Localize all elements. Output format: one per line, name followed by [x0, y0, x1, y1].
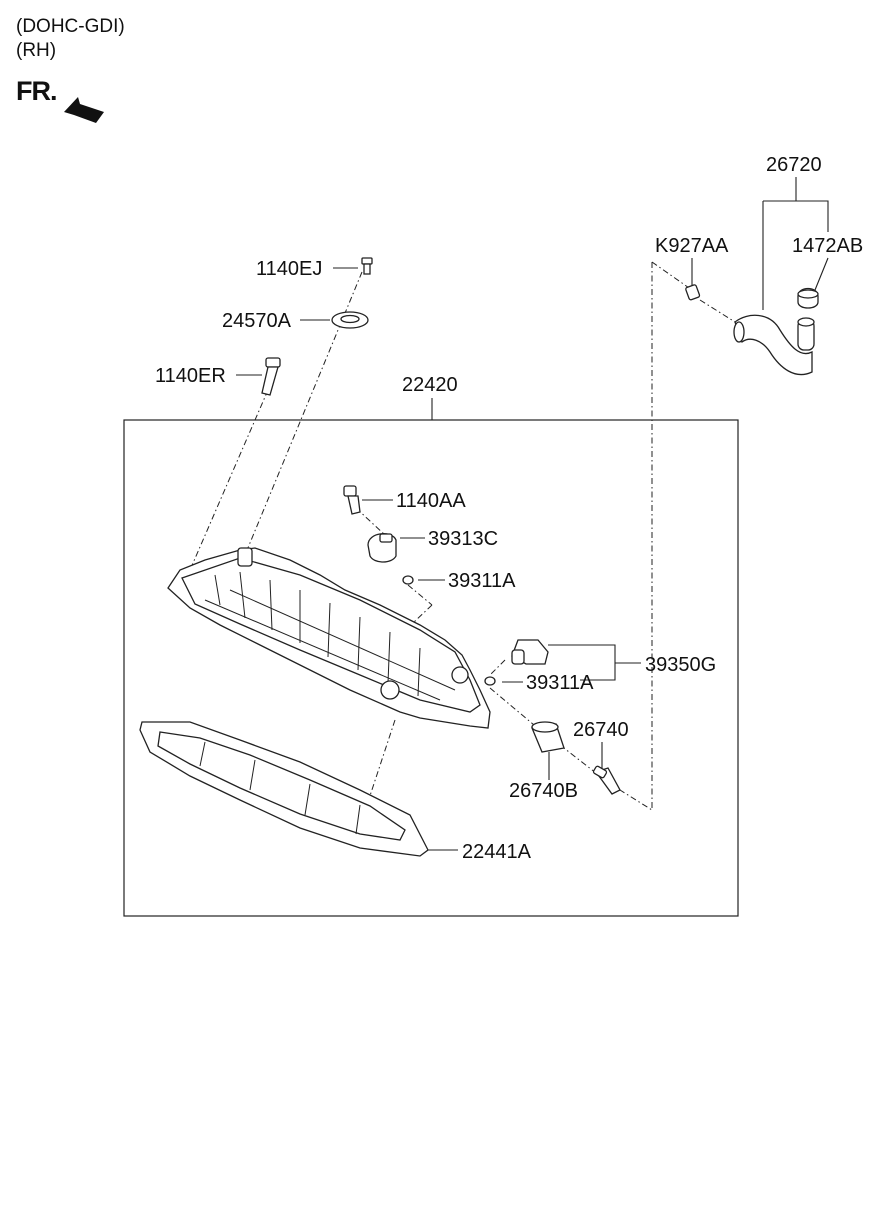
label-1472ab: 1472AB — [792, 235, 863, 257]
label-39313c: 39313C — [428, 528, 498, 550]
bolt-1140aa — [343, 485, 361, 515]
hose-clamp — [797, 287, 819, 309]
label-39311a-upper: 39311A — [448, 570, 516, 592]
engine-type-label: (DOHC-GDI) — [16, 16, 125, 37]
part-labels: 26720 K927AA 1472AB 1140EJ 24570A 1140ER… — [155, 154, 863, 863]
label-1140er: 1140ER — [155, 365, 226, 387]
hose-clip — [685, 284, 701, 301]
label-22420: 22420 — [402, 374, 458, 396]
seal-24570a — [331, 311, 369, 329]
assembly-frame — [123, 419, 739, 917]
label-39311a-lower: 39311A — [526, 672, 594, 694]
side-label: (RH) — [16, 40, 57, 61]
label-1140aa: 1140AA — [396, 490, 466, 512]
front-marker-label: FR. — [16, 76, 57, 106]
sensor-39313c — [367, 533, 397, 563]
breather-hose — [733, 314, 815, 376]
cylinder-head-cover — [167, 547, 491, 729]
label-26740b: 26740B — [509, 780, 578, 802]
label-k927aa: K927AA — [655, 235, 729, 257]
bolt-1140ej — [361, 257, 373, 275]
pcv-valve — [592, 765, 621, 795]
label-22441a: 22441A — [462, 841, 532, 863]
o-ring-upper — [402, 575, 414, 585]
o-ring-lower — [484, 676, 496, 686]
label-26720: 26720 — [766, 154, 822, 176]
label-24570a: 24570A — [222, 310, 292, 332]
cover-gasket — [139, 721, 429, 857]
label-1140ej: 1140EJ — [256, 258, 322, 280]
leader-lines — [236, 177, 829, 851]
label-26740: 26740 — [573, 719, 629, 741]
label-39350g: 39350G — [645, 654, 716, 676]
bolt-1140er — [261, 357, 281, 396]
front-arrow-icon — [64, 97, 104, 123]
sensor-39350g — [511, 639, 549, 665]
pcv-grommet — [531, 721, 565, 753]
